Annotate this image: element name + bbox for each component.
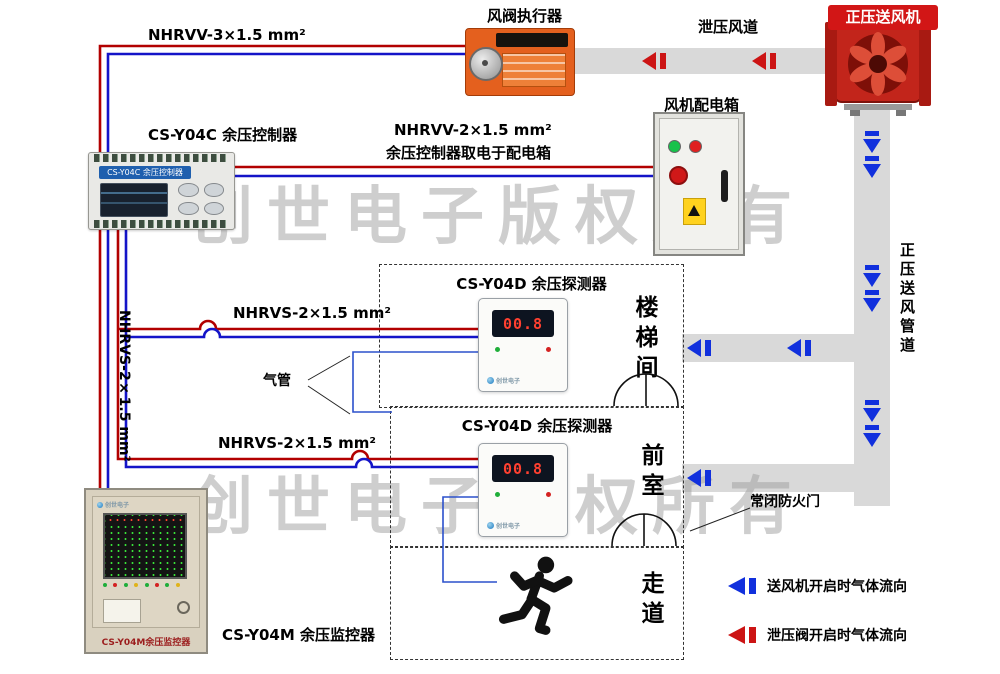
pressure-monitor-cabinet: 创世电子 CS-Y04M余压监控器 (84, 488, 208, 654)
monitor-panel: 创世电子 (92, 496, 200, 628)
controller-label: CS-Y04C 余压控制器 (148, 126, 298, 144)
controller-nameplate: CS-Y04C 余压控制器 (99, 166, 191, 179)
keyhole (177, 601, 190, 614)
cable-label-nhrvs-stairwell: NHRVS-2×1.5 mm² (233, 304, 391, 322)
monitor-label: CS-Y04M 余压监控器 (222, 626, 375, 644)
fan-badge: 正压送风机 (828, 5, 938, 30)
legend-relief-flow: 泄压阀开启时气体流向 (726, 625, 907, 645)
terminal-strip (94, 154, 229, 162)
detector-leds (495, 492, 551, 497)
warning-sticker (683, 198, 706, 225)
red-button (669, 166, 688, 185)
running-person-icon (498, 556, 573, 635)
detector-title-front-room: CS-Y04D 余压探测器 (461, 417, 613, 435)
supply-duct-branch-stairwell (682, 334, 854, 362)
cabinet-handle (721, 170, 728, 202)
brand-logo: 创世电子 (97, 500, 129, 509)
monitor-card-slot (103, 599, 141, 623)
legend-supply-text: 送风机开启时气体流向 (767, 579, 907, 595)
fire-door-label: 常闭防火门 (750, 494, 820, 510)
cable-label-nhrvs-front-room: NHRVS-2×1.5 mm² (218, 434, 376, 452)
green-indicator-light (668, 140, 681, 153)
legend-supply-flow: 送风机开启时气体流向 (726, 576, 907, 596)
room-label-corridor: 走道 (637, 571, 663, 631)
actuator-display-strip (496, 33, 568, 47)
detector-screen: 00.8 (492, 455, 554, 482)
relief-duct (572, 48, 838, 74)
detector-reading: 00.8 (502, 459, 544, 478)
pressure-controller: CS-Y04C 余压控制器 (88, 152, 235, 230)
supply-duct-label: 正压送风管道 (898, 242, 916, 356)
relief-duct-label: 泄压风道 (698, 18, 759, 36)
actuator-label-plate (502, 53, 566, 87)
pressure-detector-stairwell: 00.8 创世电子 (478, 298, 568, 392)
room-label-front-room: 前室 (637, 443, 663, 503)
monitor-leds (103, 583, 183, 587)
power-distribution-box (653, 112, 745, 256)
power-note-label: 余压控制器取电于配电箱 (386, 144, 552, 162)
zone-front-room: CS-Y04D 余压探测器 前室 (390, 406, 684, 548)
brand-logo: 创世电子 (487, 376, 520, 385)
room-label-stairwell: 楼梯间 (631, 295, 657, 385)
actuator-knob (469, 47, 503, 81)
distribution-box-label: 风机配电箱 (664, 96, 740, 114)
air-tube-label: 气管 (263, 373, 291, 389)
pressure-detector-front-room: 00.8 创世电子 (478, 443, 568, 537)
detector-title-stairwell: CS-Y04D 余压探测器 (456, 275, 607, 293)
red-flow-arrow-icon (728, 626, 756, 644)
zone-stairwell: CS-Y04D 余压探测器 楼梯间 (379, 264, 684, 408)
legend-relief-text: 泄压阀开启时气体流向 (767, 628, 907, 644)
supply-fan (825, 22, 931, 116)
monitor-screen (103, 513, 187, 579)
monitor-nameplate: CS-Y04M余压监控器 (101, 638, 191, 648)
controller-screen (100, 183, 168, 217)
controller-buttons (178, 183, 224, 215)
red-indicator-light (689, 140, 702, 153)
damper-actuator (465, 28, 575, 96)
supply-duct-vertical (854, 106, 890, 506)
cable-label-nhrvs-monitor: NHRVS-2×1.5 mm² (116, 310, 132, 462)
detector-leds (495, 347, 551, 352)
terminal-strip (94, 220, 229, 228)
actuator-label: 风阀执行器 (487, 7, 563, 25)
detector-reading: 00.8 (502, 314, 544, 333)
zone-corridor: 走道 (390, 546, 684, 660)
cable-label-nhrvv3: NHRVV-3×1.5 mm² (148, 26, 306, 44)
brand-logo: 创世电子 (487, 521, 520, 530)
blue-flow-arrow-icon (728, 577, 756, 595)
detector-screen: 00.8 (492, 310, 554, 337)
cable-label-nhrvv2: NHRVV-2×1.5 mm² (394, 121, 552, 139)
supply-duct-branch-front-room (682, 464, 854, 492)
